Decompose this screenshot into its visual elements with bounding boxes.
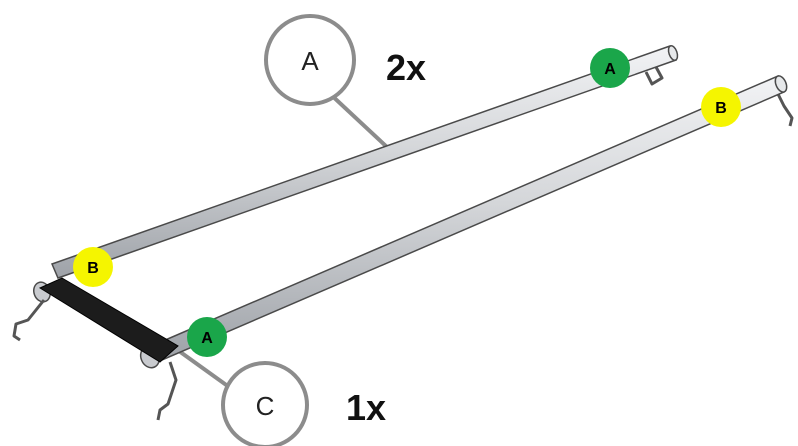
badge-upper-left: B [73, 247, 113, 287]
callout-leader-a [326, 90, 390, 150]
bracket-lower-left [156, 361, 178, 421]
quantity-label-a: 2x [386, 47, 426, 88]
callout-letter-c: C [256, 391, 275, 421]
strap-c [38, 277, 179, 363]
bracket-lower-right [776, 93, 794, 127]
badge-letter: A [201, 330, 213, 347]
callout-ring-c [221, 361, 309, 446]
badge-lower-left: A [187, 317, 227, 357]
badge-circle [187, 317, 227, 357]
badge-letter: A [604, 61, 616, 78]
badge-circle [73, 247, 113, 287]
badge-lower-right: B [701, 87, 741, 127]
callout-a: A 2x [264, 14, 426, 106]
badge-circle [590, 48, 630, 88]
badge-letter: B [715, 100, 727, 117]
badge-letter: B [87, 260, 99, 277]
callout-letter-a: A [301, 46, 319, 76]
quantity-label-c: 1x [346, 387, 386, 428]
badge-upper-right: A [590, 48, 630, 88]
rod-upper [12, 45, 679, 342]
callout-ring-a [264, 14, 356, 106]
callout-leader-c [170, 344, 238, 394]
callout-c: C 1x [221, 361, 386, 446]
badge-circle [701, 87, 741, 127]
bracket-upper-left [12, 299, 46, 342]
